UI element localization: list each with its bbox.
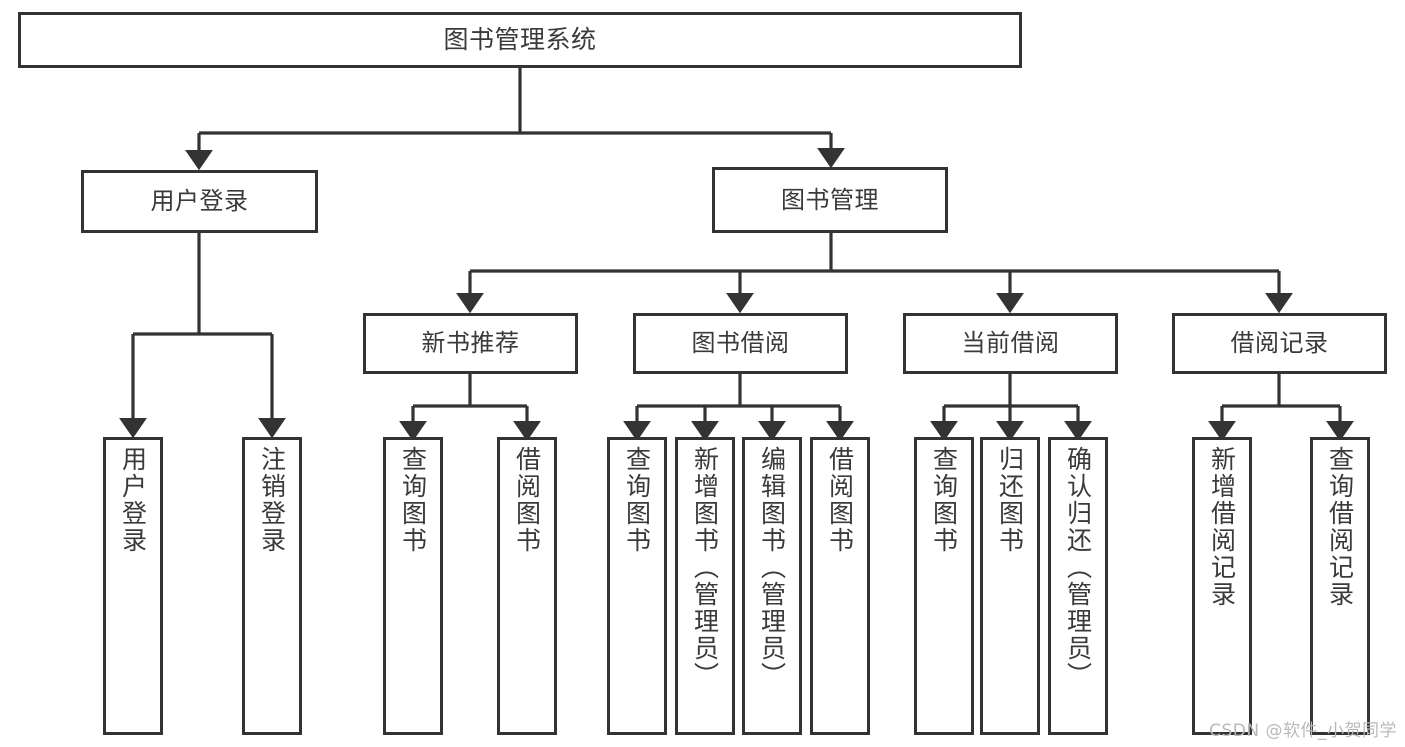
leaf-query-borrow-record-label: 查询借阅记录: [1325, 446, 1355, 608]
node-book-management[interactable]: 图书管理: [712, 167, 948, 233]
leaf-add-book-admin[interactable]: 新增图书（管理员）: [675, 437, 735, 735]
node-user-login[interactable]: 用户登录: [81, 170, 318, 233]
leaf-query-book-borrow[interactable]: 查询图书: [607, 437, 667, 735]
leaf-borrow-book-newbook-label: 借阅图书: [512, 446, 542, 554]
leaf-add-borrow-record-label: 新增借阅记录: [1207, 446, 1237, 608]
node-borrow-record[interactable]: 借阅记录: [1172, 313, 1387, 374]
leaf-edit-book-admin-label: 编辑图书（管理员）: [757, 446, 787, 689]
node-root[interactable]: 图书管理系统: [18, 12, 1022, 68]
node-current-borrow[interactable]: 当前借阅: [903, 313, 1118, 374]
leaf-query-book-current[interactable]: 查询图书: [914, 437, 974, 735]
node-book-borrow[interactable]: 图书借阅: [633, 313, 848, 374]
leaf-confirm-return-admin[interactable]: 确认归还（管理员）: [1048, 437, 1108, 735]
node-root-label: 图书管理系统: [443, 25, 597, 55]
leaf-edit-book-admin[interactable]: 编辑图书（管理员）: [742, 437, 802, 735]
leaf-add-book-admin-label: 新增图书（管理员）: [690, 446, 720, 689]
leaf-confirm-return-admin-label: 确认归还（管理员）: [1063, 446, 1093, 689]
leaf-borrow-book-newbook[interactable]: 借阅图书: [497, 437, 557, 735]
node-book-borrow-label: 图书借阅: [691, 329, 790, 358]
leaf-query-book-current-label: 查询图书: [929, 446, 959, 554]
leaf-borrow-book-borrow[interactable]: 借阅图书: [810, 437, 870, 735]
node-borrow-record-label: 借阅记录: [1230, 329, 1329, 358]
leaf-add-borrow-record[interactable]: 新增借阅记录: [1192, 437, 1252, 735]
leaf-query-book-borrow-label: 查询图书: [622, 446, 652, 554]
leaf-return-book-label: 归还图书: [995, 446, 1025, 554]
node-current-borrow-label: 当前借阅: [961, 329, 1060, 358]
leaf-user-login[interactable]: 用户登录: [103, 437, 163, 735]
node-new-book-recommend[interactable]: 新书推荐: [363, 313, 578, 374]
leaf-query-book-newbook[interactable]: 查询图书: [383, 437, 443, 735]
node-new-book-recommend-label: 新书推荐: [421, 329, 520, 358]
node-user-login-label: 用户登录: [150, 187, 249, 216]
leaf-logout-label: 注销登录: [257, 446, 287, 554]
node-book-management-label: 图书管理: [781, 185, 879, 214]
watermark: CSDN @软件_小贺同学: [1209, 721, 1397, 741]
leaf-query-book-newbook-label: 查询图书: [398, 446, 428, 554]
leaf-logout[interactable]: 注销登录: [242, 437, 302, 735]
leaf-query-borrow-record[interactable]: 查询借阅记录: [1310, 437, 1370, 735]
leaf-borrow-book-borrow-label: 借阅图书: [825, 446, 855, 554]
leaf-user-login-label: 用户登录: [118, 446, 148, 554]
leaf-return-book[interactable]: 归还图书: [980, 437, 1040, 735]
